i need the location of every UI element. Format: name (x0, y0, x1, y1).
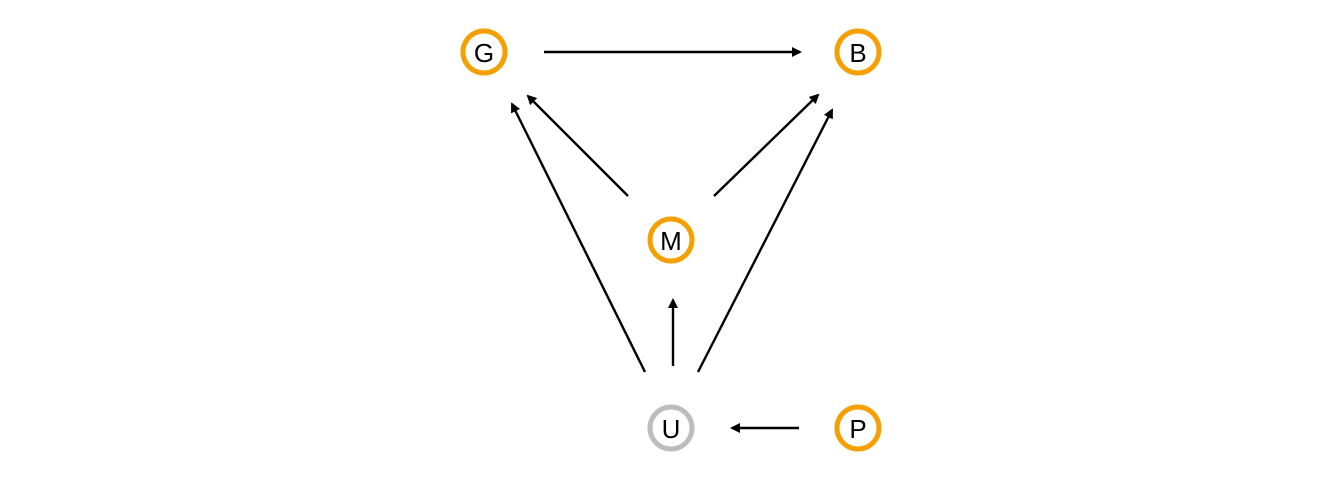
node-m: M (647, 216, 695, 264)
node-b-label: B (849, 38, 866, 68)
edge-m-to-g (526, 94, 629, 197)
node-p: P (834, 404, 882, 452)
node-g-circle (460, 28, 508, 76)
node-g-label: G (474, 38, 494, 68)
node-u: U (647, 404, 695, 452)
node-b-circle (834, 28, 882, 76)
node-b: B (834, 28, 882, 76)
edge-u-to-g (510, 102, 647, 373)
node-p-label: P (849, 414, 866, 444)
nodes-layer: G B M U P (460, 28, 882, 452)
node-p-circle (834, 404, 882, 452)
node-u-label: U (662, 414, 681, 444)
node-m-label: M (660, 226, 682, 256)
edge-u-to-b (696, 108, 834, 373)
edges-layer (510, 47, 834, 433)
edge-m-to-b (713, 93, 820, 197)
node-m-circle (647, 216, 695, 264)
node-u-circle (647, 404, 695, 452)
node-g: G (460, 28, 508, 76)
